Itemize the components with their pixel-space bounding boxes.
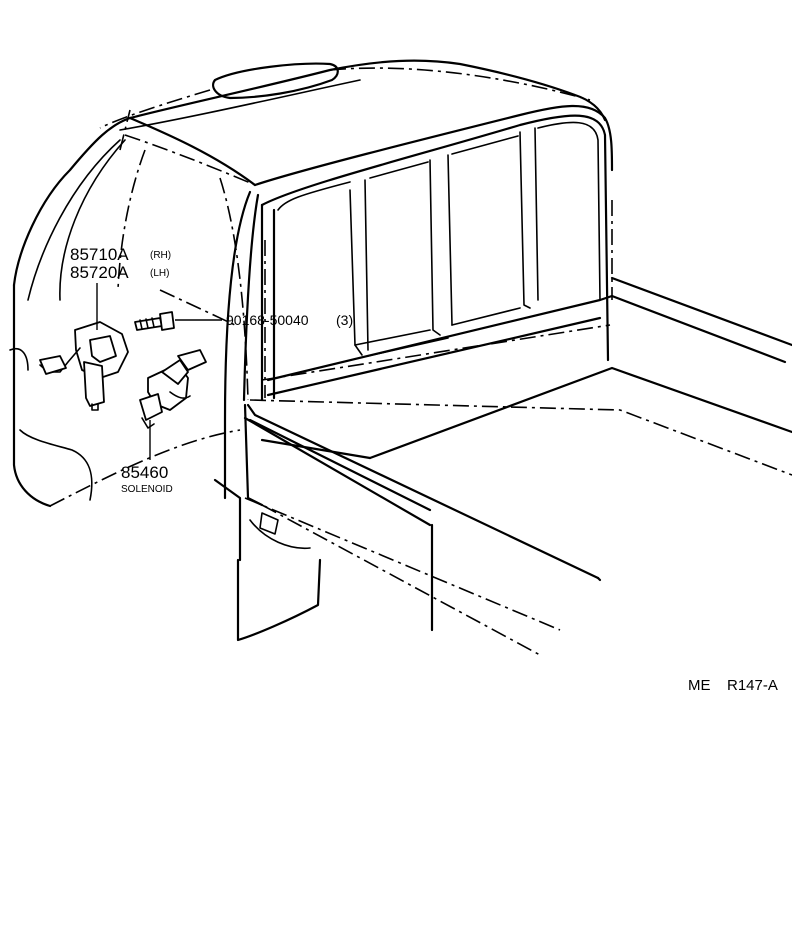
bolt-part-number: 90168-50040	[226, 312, 309, 328]
motor-rh-side: (RH)	[150, 250, 171, 261]
motor-lh-part-number: 85720A	[70, 263, 129, 282]
bolt	[134, 311, 175, 331]
figure-ref-code: R147-A	[727, 677, 778, 694]
bolt-quantity: (3)	[336, 312, 353, 328]
solenoid-part-number: 85460	[121, 463, 168, 482]
truck-bed	[243, 276, 792, 632]
callout-motor: 85710A (RH) 85720A (LH)	[70, 245, 171, 282]
callout-solenoid: 85460 SOLENOID	[121, 463, 173, 495]
door-lock-motor	[39, 321, 129, 411]
figure-reference: ME R147-A	[688, 677, 778, 694]
motor-rh-part-number: 85710A	[70, 245, 129, 264]
roof-vent	[212, 62, 339, 100]
leader-lines	[96, 283, 222, 460]
hidden-outline	[49, 67, 792, 656]
solenoid	[139, 349, 207, 429]
rear-window-frame	[260, 114, 614, 402]
figure-ref-prefix: ME	[688, 677, 711, 694]
cab-body	[9, 59, 614, 642]
motor-lh-side: (LH)	[150, 268, 169, 279]
callout-bolt: 90168-50040 (3)	[226, 312, 353, 328]
solenoid-label: SOLENOID	[121, 484, 173, 495]
